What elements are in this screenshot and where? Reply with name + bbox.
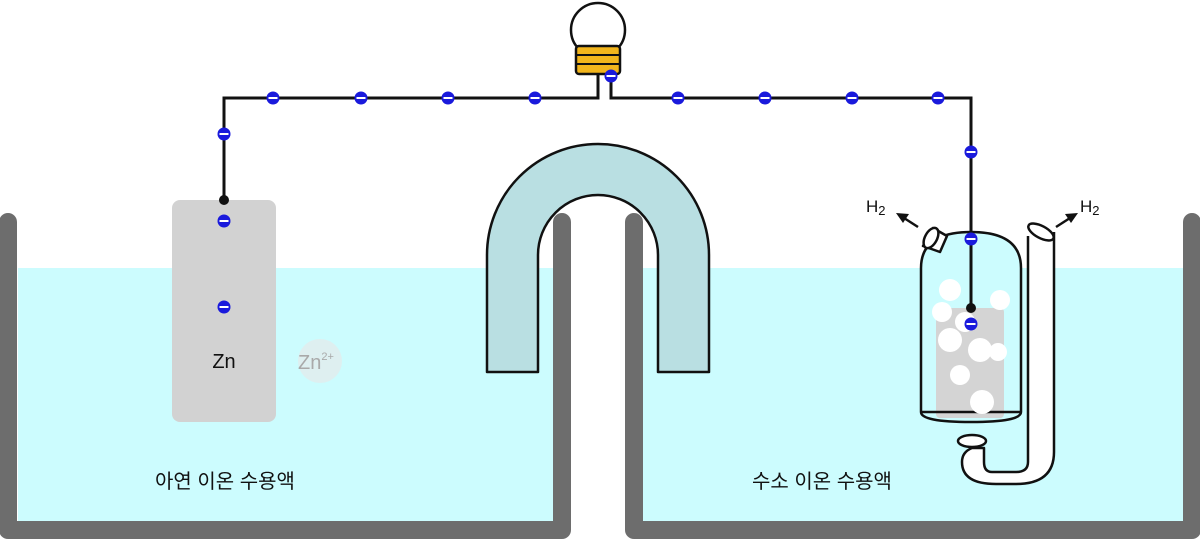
left-beaker [0,213,571,539]
salt-bridge [485,142,711,374]
wire-left [222,74,600,200]
electron [441,91,455,105]
zinc-label: Zn [212,351,235,373]
electron [964,145,978,159]
electron [845,91,859,105]
bubble [939,279,961,301]
electron [758,91,772,105]
wire-right [609,74,973,308]
electron [217,214,231,228]
zinc-ion [298,339,342,383]
electron [604,69,618,83]
bubble [990,290,1010,310]
hydrogen-gas-label-left: H2 [866,197,886,218]
left-solution-label: 아연 이온 수용액 [155,470,295,493]
zinc-ion-label: Zn2+ [298,351,334,374]
bubble [950,365,970,385]
right-solution [643,268,1183,524]
bubble [970,390,994,414]
right-beaker [625,213,1200,539]
right-gas-arrow [1055,213,1078,229]
left-solution [18,268,556,524]
electron [217,127,231,141]
bubble [932,302,952,322]
bubble [989,343,1007,361]
left-gas-arrow [896,213,919,229]
outlet-pipe-top-opening [1027,222,1055,242]
bubble [938,328,962,352]
electron [671,91,685,105]
right-solution-label: 수소 이온 수용액 [752,470,892,493]
electron [931,91,945,105]
light-bulb [569,1,627,76]
electron [528,91,542,105]
left-gas-spout-opening [922,226,940,250]
electron [217,300,231,314]
bubble [968,338,992,362]
electrons [217,69,978,331]
wire-terminal-zinc [219,195,229,205]
outlet-pipe [960,232,1056,486]
hydrogen-gas-label-right: H2 [1080,197,1100,218]
outlet-pipe-bottom-opening [956,433,988,449]
electron [964,317,978,331]
wire-terminal-hydrogen [966,303,976,313]
electron [964,232,978,246]
electron [354,91,368,105]
electron [266,91,280,105]
hydrogen-bubbles [932,279,1010,414]
bulb-base [574,44,622,76]
